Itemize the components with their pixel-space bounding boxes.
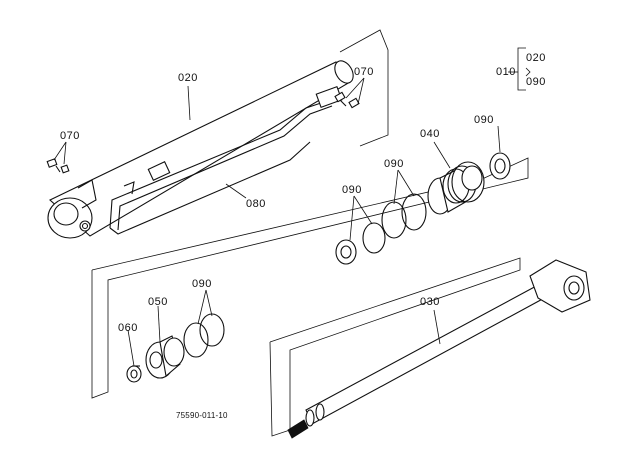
assembly-bracket <box>508 47 531 91</box>
label-010: 010 <box>496 66 516 78</box>
label-040: 040 <box>420 128 440 140</box>
label-020: 020 <box>178 72 198 84</box>
drawing-number: 75590-011-10 <box>176 411 228 420</box>
seal-ring-right <box>489 152 511 180</box>
o-ring-pair-lower <box>183 313 225 358</box>
label-090-middle: 090 <box>342 184 362 196</box>
label-080: 080 <box>246 198 266 210</box>
hex-bolt-left <box>46 158 70 174</box>
label-090-seal: 090 <box>474 114 494 126</box>
label-090-lower: 090 <box>192 278 212 290</box>
rod-guide <box>145 335 185 379</box>
cylinder-tube <box>47 60 354 239</box>
leader-lines <box>53 77 501 367</box>
label-070-right: 070 <box>354 66 374 78</box>
label-090-upper: 090 <box>384 158 404 170</box>
label-020-assembly: 020 <box>526 52 546 64</box>
hex-bolt-right <box>334 91 360 109</box>
label-030: 030 <box>420 296 440 308</box>
rod-panel-frame <box>269 257 521 437</box>
label-090-assembly: 090 <box>526 76 546 88</box>
label-060: 060 <box>118 322 138 334</box>
label-070-left: 070 <box>60 130 80 142</box>
tube-panel-frame <box>339 29 389 147</box>
piston-rod <box>287 259 591 439</box>
o-ring-pair-middle <box>335 222 386 265</box>
o-ring-pair-upper <box>381 193 427 239</box>
nut <box>126 365 142 383</box>
piston <box>427 161 485 215</box>
label-050: 050 <box>148 296 168 308</box>
tube-pipe <box>109 85 343 235</box>
cylinder-panel-frame <box>91 157 529 399</box>
